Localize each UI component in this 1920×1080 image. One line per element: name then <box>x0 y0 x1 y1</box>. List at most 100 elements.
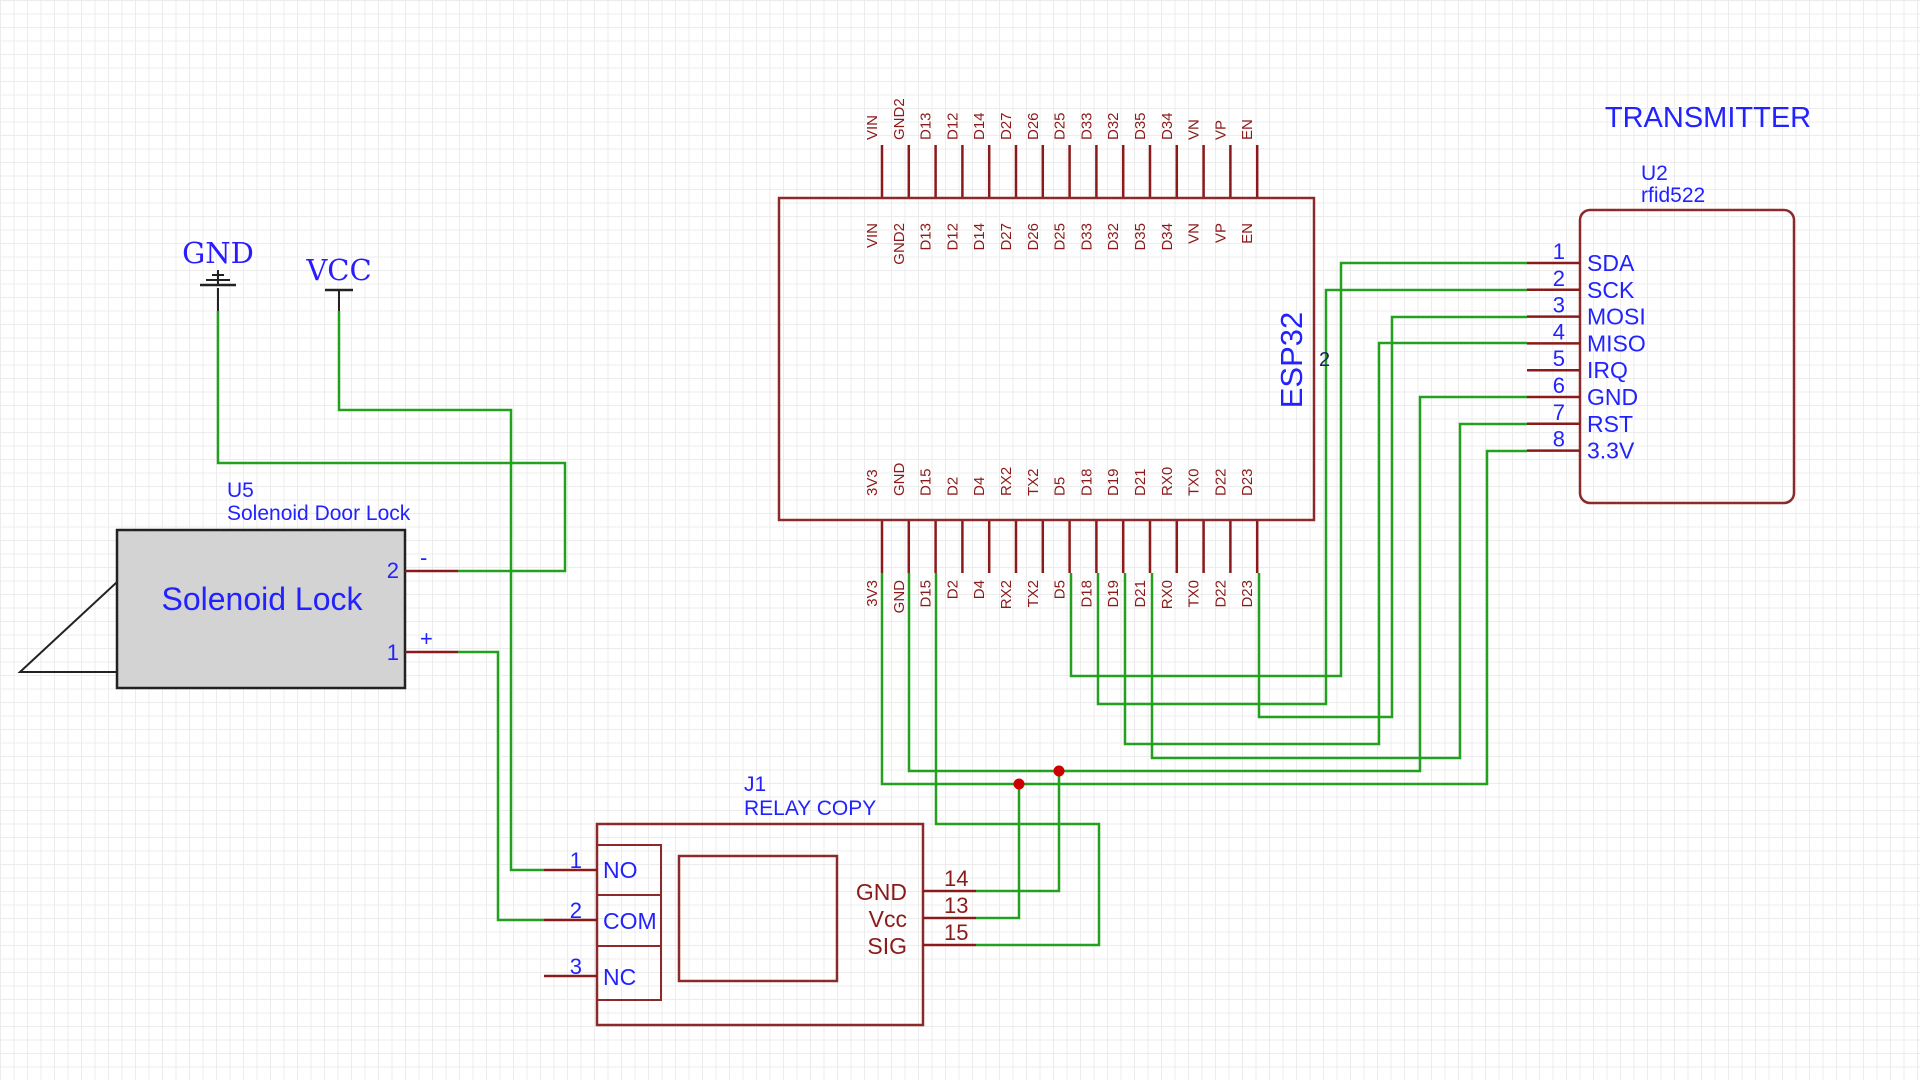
esp32-bottom-pin-lines: 3V33V3GNDGNDD15D15D2D2D4D4RX2RX2TX2TX2D5… <box>864 463 1259 614</box>
wire-d19-to-miso <box>1123 341 1527 746</box>
esp32-top-pin-inner-label: D12 <box>944 223 961 251</box>
esp32-bottom-pin-label: D2 <box>944 580 961 599</box>
rfid-pin-number: 1 <box>1553 239 1565 264</box>
rfid-ref: U2 <box>1641 162 1668 185</box>
esp32-top-pin-label: EN <box>1239 119 1256 140</box>
esp32-top-pin-inner-label: D25 <box>1052 223 1069 251</box>
wire-d15-to-relay-sig <box>934 573 1101 947</box>
esp32-bottom-pin-inner-label: GND <box>891 463 908 497</box>
rfid-pin-label: IRQ <box>1587 357 1628 383</box>
relay-pin-label: Vcc <box>869 906 907 932</box>
esp32-bottom-pin-inner-label: D5 <box>1052 477 1069 496</box>
esp32-bottom-pin-label: D19 <box>1105 580 1122 608</box>
wire-junction <box>1013 778 1025 790</box>
esp32-top-pin-lines: VINVINGND2GND2D13D13D12D12D14D14D27D27D2… <box>864 98 1259 265</box>
esp32-top-pin-label: D35 <box>1132 112 1149 140</box>
gnd-symbol: GND <box>182 236 254 311</box>
wire-vcc-to-relay-no <box>337 311 544 872</box>
esp32-bottom-pin-inner-label: D22 <box>1212 468 1229 496</box>
rfid-pin-number: 8 <box>1553 427 1565 452</box>
relay-pin-number: 14 <box>944 866 968 891</box>
rfid-pin-number: 3 <box>1553 293 1565 318</box>
relay-coil-box <box>677 854 839 983</box>
rfid-pin-number: 7 <box>1553 400 1565 425</box>
relay-pin-number: 15 <box>944 920 968 945</box>
esp32-bottom-pin-label: RX0 <box>1159 580 1176 609</box>
vcc-label: VCC <box>305 253 371 287</box>
relay-pin-label: COM <box>603 908 657 934</box>
rfid-pin-label: MISO <box>1587 330 1646 356</box>
relay-pin-number: 3 <box>570 954 582 979</box>
rfid-pin-label: MOSI <box>1587 304 1646 330</box>
esp32-top-pin-label: D34 <box>1159 112 1176 140</box>
esp32-top-pin-label: D33 <box>1078 112 1095 140</box>
esp32-bottom-pin-label: D21 <box>1132 580 1149 608</box>
esp32-bottom-pin-inner-label: 3V3 <box>864 469 881 496</box>
wire-d21-to-rst <box>1150 422 1527 760</box>
esp32-top-pin-label: D26 <box>1025 112 1042 140</box>
esp32-top-pin-label: VN <box>1186 119 1203 140</box>
relay-pin-number: 2 <box>570 898 582 923</box>
rfid-pin-label: 3.3V <box>1587 438 1635 464</box>
wire-relay-gnd <box>976 771 1061 893</box>
relay-pin-label: NO <box>603 857 638 883</box>
esp32-bottom-pin-label: RX2 <box>998 580 1015 609</box>
esp32-top-pin-inner-label: D35 <box>1132 223 1149 251</box>
solenoid-name: Solenoid Door Lock <box>227 502 411 525</box>
relay-ref: J1 <box>744 773 766 796</box>
esp32-top-pin-label: VP <box>1212 120 1229 140</box>
wire-solenoid-plus-to-relay-com <box>458 650 544 922</box>
solenoid-body <box>115 528 407 690</box>
esp32-bottom-pin-inner-label: D4 <box>971 477 988 496</box>
solenoid-pin-number: 2 <box>387 558 399 583</box>
esp32-bottom-pin-label: 3V3 <box>864 580 881 607</box>
wire-d23-to-mosi <box>1257 315 1527 719</box>
esp32-bottom-pin-inner-label: D19 <box>1105 468 1122 496</box>
esp32-top-pin-inner-label: D13 <box>918 223 935 251</box>
solenoid-latch <box>17 579 118 673</box>
rfid-pin-number: 6 <box>1553 373 1565 398</box>
esp32-bottom-pin-inner-label: TX2 <box>1025 468 1042 496</box>
esp32-top-pin-label: VIN <box>864 115 881 140</box>
esp32-bottom-pin-inner-label: TX0 <box>1186 468 1203 496</box>
esp32-top-pin-inner-label: VN <box>1186 223 1203 244</box>
rfid-pin-label: GND <box>1587 384 1638 410</box>
esp32-bottom-pin-label: D15 <box>918 580 935 608</box>
rfid-name: rfid522 <box>1641 184 1705 207</box>
esp32-top-pin-inner-label: D32 <box>1105 223 1122 251</box>
rfid-title: TRANSMITTER <box>1605 102 1811 134</box>
esp32-bottom-pin-label: D5 <box>1052 580 1069 599</box>
relay-pin-label: GND <box>856 879 907 905</box>
esp32-top-pin-inner-label: EN <box>1239 223 1256 244</box>
esp32-bottom-pin-label: TX0 <box>1186 580 1203 608</box>
esp32-top-pin-inner-label: VIN <box>864 223 881 248</box>
wire-junction <box>1053 765 1065 777</box>
esp32-top-pin-inner-label: GND2 <box>891 223 908 265</box>
esp32-top-pin-inner-label: D34 <box>1159 223 1176 251</box>
esp32-bottom-pin-label: D23 <box>1239 580 1256 608</box>
esp32-bottom-pin-label: GND <box>891 580 908 614</box>
esp32-bottom-pin-inner-label: RX2 <box>998 467 1015 496</box>
relay-terminal-block <box>596 844 662 1001</box>
esp32-bottom-pin-label: TX2 <box>1025 580 1042 608</box>
relay-pin-label: NC <box>603 964 636 990</box>
esp32-top-pin-inner-label: D14 <box>971 223 988 251</box>
esp32-bottom-pin-inner-label: D21 <box>1132 468 1149 496</box>
solenoid-pin-number: 1 <box>387 640 399 665</box>
wire-relay-vcc <box>976 784 1021 920</box>
solenoid-ref: U5 <box>227 479 254 502</box>
rfid-pin-number: 5 <box>1553 346 1565 371</box>
esp32-bottom-pin-inner-label: D23 <box>1239 468 1256 496</box>
esp32-body <box>777 196 1316 522</box>
esp32-top-pin-label: D32 <box>1105 112 1122 140</box>
solenoid-body-label: Solenoid Lock <box>161 581 363 617</box>
gnd-label: GND <box>182 236 254 270</box>
relay-name: RELAY COPY <box>744 797 876 820</box>
esp32-top-pin-inner-label: VP <box>1212 223 1229 243</box>
esp32-top-pin-label: D25 <box>1052 112 1069 140</box>
rfid-pin-label: SDA <box>1587 250 1635 276</box>
rfid-pin-label: SCK <box>1587 277 1635 303</box>
esp32-top-pin-label: D27 <box>998 112 1015 140</box>
